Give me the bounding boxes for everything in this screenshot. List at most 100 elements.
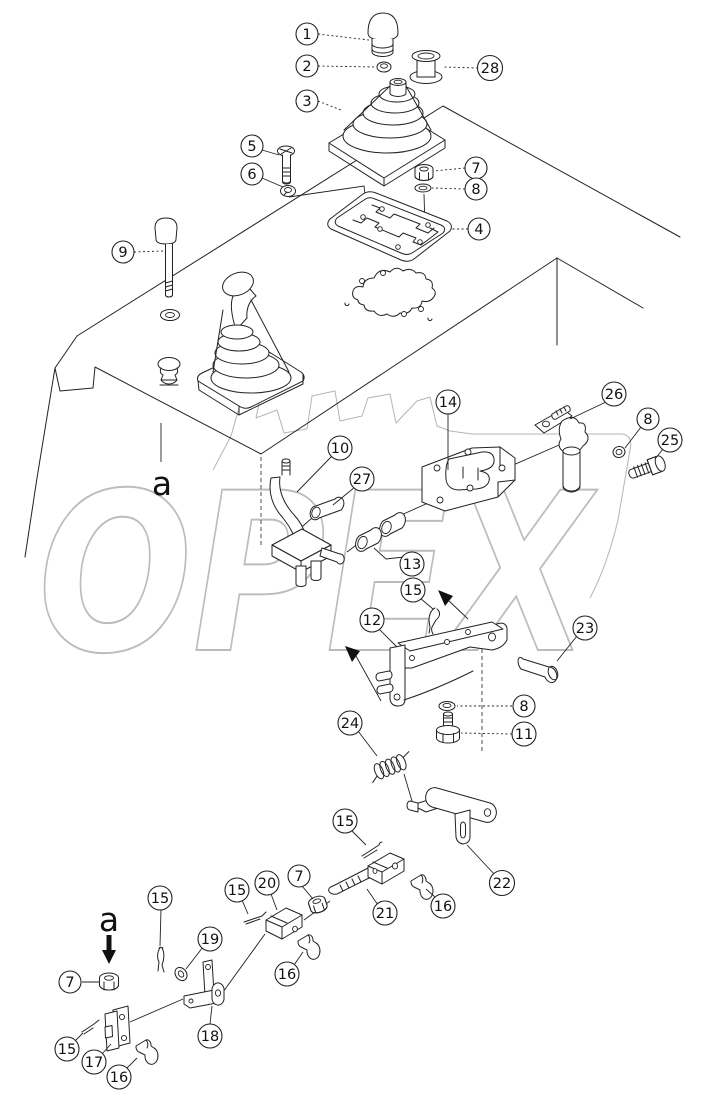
callout-6[interactable]: 6 [241,163,263,185]
svg-text:3: 3 [302,94,311,110]
callout-15-rod[interactable]: 15 [225,878,249,902]
callout-22[interactable]: 22 [490,871,515,896]
callout-16-mid[interactable]: 16 [275,962,299,986]
part-5-bolt [278,146,295,184]
part-15-cotter-bottom [82,1020,99,1034]
svg-text:7: 7 [65,975,74,991]
callout-19[interactable]: 19 [198,927,222,951]
callout-26[interactable]: 26 [602,382,626,406]
callout-7-bottom[interactable]: 7 [59,971,81,993]
leader-lines [74,34,663,1068]
svg-text:4: 4 [474,222,483,238]
svg-text:25: 25 [661,433,679,449]
part-24-spring [367,751,415,783]
callout-27[interactable]: 27 [350,467,374,491]
svg-text:15: 15 [336,814,354,830]
svg-text:26: 26 [605,387,623,403]
part-16-pin-left [136,1040,158,1065]
callout-16-bottom[interactable]: 16 [107,1065,131,1089]
part-8-washer-low [439,702,455,711]
svg-text:1: 1 [302,27,311,43]
callout-8-mid[interactable]: 8 [637,408,659,430]
callout-15-upper[interactable]: 15 [401,578,425,602]
part-15-cotter-rod [244,912,266,924]
callout-7-mid[interactable]: 7 [288,865,310,887]
svg-text:10: 10 [331,441,349,457]
callout-13[interactable]: 13 [400,552,424,576]
svg-text:20: 20 [258,876,276,892]
callout-20[interactable]: 20 [255,871,279,895]
part-12-bracket [376,622,507,706]
part-14-bracket [422,447,515,511]
svg-text:24: 24 [341,716,359,732]
callout-1[interactable]: 1 [296,23,318,45]
svg-text:2: 2 [302,59,311,75]
part-15-cotter-upper [429,608,440,634]
part-1-knob [368,13,398,57]
label-a-lower: a [99,900,119,964]
callout-24[interactable]: 24 [338,711,362,735]
part-25-bolt [626,454,667,482]
callout-8-top[interactable]: 8 [465,178,487,200]
part-8-washer-mid [612,445,626,459]
part-23-pin [518,657,560,682]
down-arrow-icon [102,935,116,964]
svg-text:7: 7 [471,161,480,177]
callout-17[interactable]: 17 [82,1050,106,1074]
svg-text:16: 16 [278,967,296,983]
svg-text:11: 11 [515,727,533,743]
svg-text:27: 27 [353,472,371,488]
svg-text:a: a [152,464,172,503]
part-18-bellcrank [184,960,224,1008]
direction-arrow-upper-icon [438,590,468,619]
part-8-washer-top [415,184,431,192]
panel-washer [161,310,180,321]
console-outline [25,106,680,752]
callout-18[interactable]: 18 [198,1024,222,1048]
svg-text:23: 23 [576,621,594,637]
callout-25[interactable]: 25 [658,428,682,452]
svg-text:16: 16 [434,899,452,915]
svg-text:a: a [99,900,119,939]
callout-12[interactable]: 12 [360,608,384,632]
svg-text:15: 15 [151,891,169,907]
callout-3[interactable]: 3 [296,90,318,112]
callout-23[interactable]: 23 [573,616,597,640]
part-26-pivot-clamp [535,406,588,492]
callout-2[interactable]: 2 [296,55,318,77]
svg-text:21: 21 [376,906,394,922]
part-10-lever [270,459,344,587]
svg-text:28: 28 [481,61,499,77]
callout-9[interactable]: 9 [112,241,134,263]
callout-15-bottom[interactable]: 15 [55,1037,79,1061]
callout-28[interactable]: 28 [478,56,503,81]
svg-text:15: 15 [58,1042,76,1058]
part-16-pin-right [411,875,433,900]
svg-text:13: 13 [403,557,421,573]
callout-14[interactable]: 14 [436,390,460,414]
callout-8-low[interactable]: 8 [513,695,535,717]
callout-5[interactable]: 5 [241,135,263,157]
svg-text:19: 19 [201,932,219,948]
part-4-gasket [328,192,452,262]
svg-text:9: 9 [118,245,127,261]
part-11-bolt [437,712,460,743]
callout-21[interactable]: 21 [373,901,397,925]
part-3-boot [329,79,445,187]
callout-16-right[interactable]: 16 [431,894,455,918]
callout-15-spring[interactable]: 15 [333,809,357,833]
part-20-clevis [266,908,302,939]
callout-4[interactable]: 4 [468,218,490,240]
svg-text:16: 16 [110,1070,128,1086]
svg-text:15: 15 [404,583,422,599]
part-16-pin-mid [298,935,320,960]
callout-7-top[interactable]: 7 [465,157,487,179]
callout-15-left[interactable]: 15 [148,886,172,910]
svg-text:6: 6 [247,167,256,183]
callout-10[interactable]: 10 [328,436,352,460]
part-21-rod [329,853,404,894]
callout-11[interactable]: 11 [512,722,536,746]
part-2-washer [377,62,391,72]
